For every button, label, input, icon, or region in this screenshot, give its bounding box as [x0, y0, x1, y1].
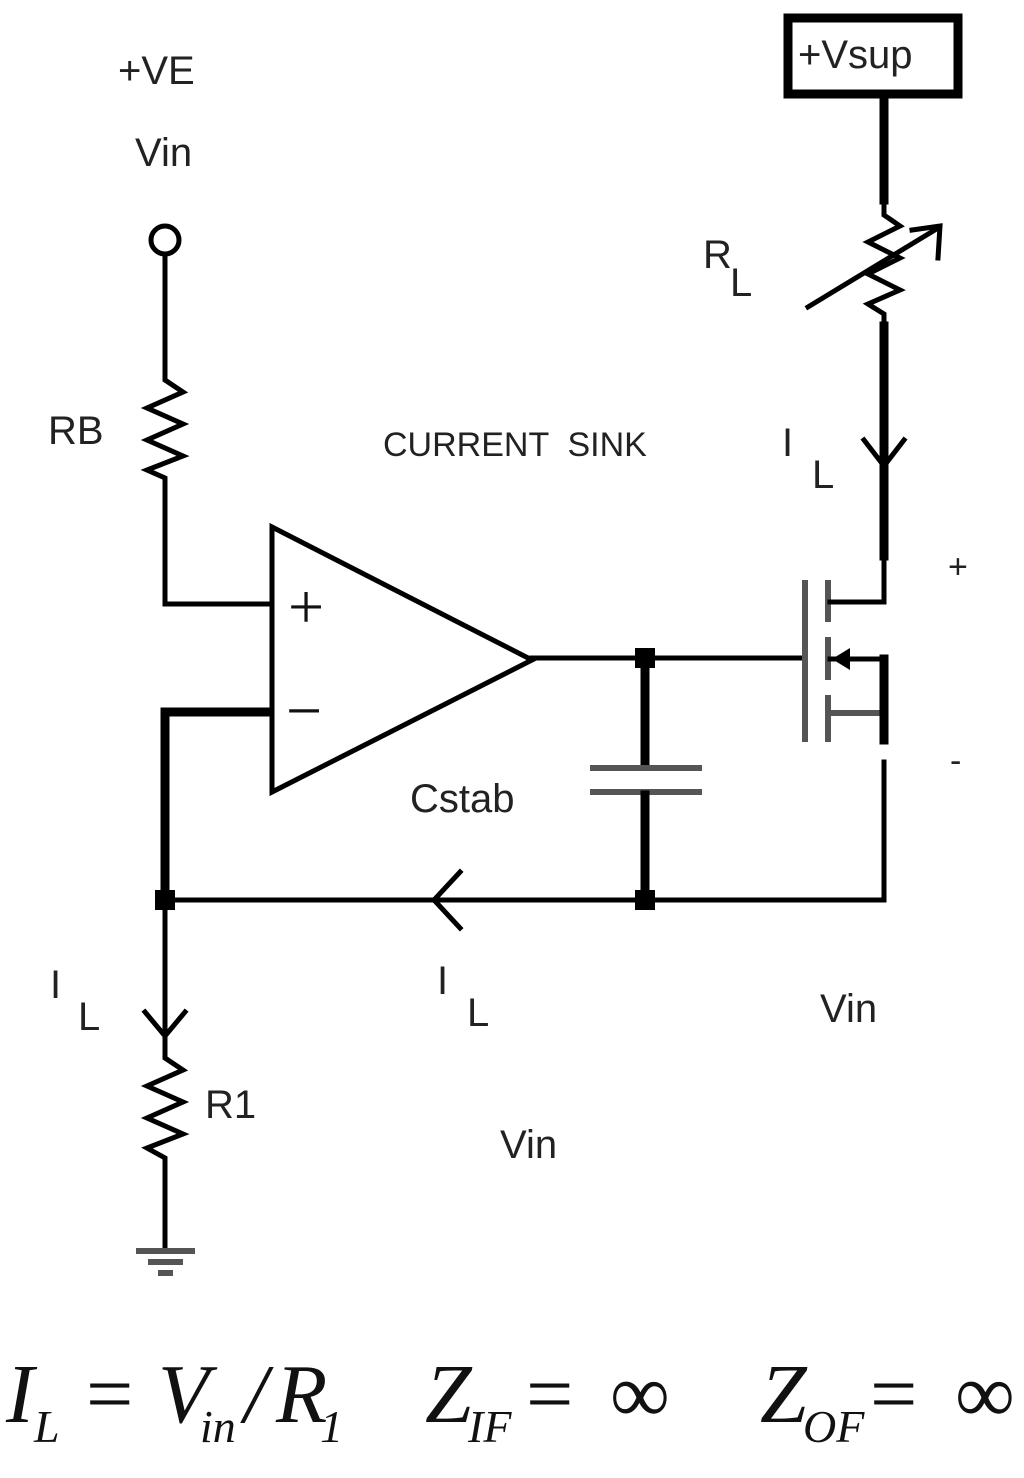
label-cstab: Cstab: [410, 777, 515, 821]
label-vin-bottom: Vin: [500, 1123, 557, 1167]
eq-inf-2: ∞: [955, 1348, 1015, 1441]
input-terminal: [148, 223, 182, 257]
resistor-rl-adjust-line: [804, 224, 942, 311]
eq-r-main: R: [275, 1348, 327, 1441]
supply-branch: +Vsup: [783, 13, 963, 561]
eq-zif-sub: IF: [467, 1401, 512, 1452]
mosfet-drain-lead: [827, 553, 887, 605]
input-branch: [140, 223, 275, 607]
label-vin-top: Vin: [135, 131, 192, 175]
arrow-il-return: [430, 868, 464, 932]
eq-zof-main: Z: [760, 1348, 808, 1441]
mosfet: [802, 553, 889, 745]
label-il-left-main: I: [50, 963, 61, 1007]
label-il-mid-sub: L: [467, 991, 489, 1035]
eq-equals-1: =: [86, 1348, 133, 1441]
label-minus-right: -: [950, 742, 961, 780]
opamp-minus-sign: −: [286, 675, 322, 746]
eq-zif-main: Z: [425, 1348, 473, 1441]
label-vin-right: Vin: [820, 987, 877, 1031]
label-il-drain-sub: L: [812, 453, 834, 497]
sense-branch: [136, 897, 195, 1276]
eq-vin-main: V: [158, 1348, 218, 1441]
label-il-left-sub: L: [78, 995, 100, 1039]
junction-cap-return: [635, 890, 655, 910]
label-rb: RB: [48, 409, 104, 453]
return-path: [155, 707, 887, 932]
eq-zof-sub: OF: [803, 1401, 865, 1452]
eq-equals-3: =: [870, 1348, 917, 1441]
opamp-plus-sign: +: [288, 571, 324, 642]
arrow-il-r1: [141, 1008, 189, 1040]
label-current-sink: CURRENT SINK: [383, 426, 647, 464]
label-il-drain-main: I: [782, 421, 793, 465]
opamp-triangle: [269, 522, 538, 797]
label-rl-sub: L: [730, 261, 752, 305]
label-plus-right: +: [948, 548, 968, 586]
opamp: + −: [269, 522, 538, 797]
arrow-il-drain: [860, 436, 908, 471]
output-network: [529, 648, 805, 905]
label-il-mid-main: I: [437, 959, 448, 1003]
eq-inf-1: ∞: [610, 1348, 670, 1441]
eq-il-main: I: [5, 1348, 38, 1441]
eq-vin-sub: in: [200, 1401, 236, 1452]
ground-icon: [136, 1248, 195, 1276]
wire-source-return: [162, 759, 887, 903]
resistor-rl-adjust-arrowhead: [909, 223, 943, 261]
resistor-rb: [140, 369, 190, 495]
eq-equals-2: =: [526, 1348, 573, 1441]
vsup-label: +Vsup: [798, 33, 913, 77]
wire-feedback-to-minus: [160, 707, 275, 905]
labels: +VE Vin RB CURRENT SINK R L I L + - Csta…: [48, 49, 968, 1167]
label-rl-main: R: [703, 233, 732, 277]
resistor-r1: [140, 1037, 190, 1173]
label-r1: R1: [205, 1083, 256, 1127]
eq-slash: /: [240, 1348, 274, 1441]
label-ve: +VE: [118, 49, 195, 93]
vsup-box: [783, 13, 963, 99]
resistor-rl: [862, 197, 906, 329]
eq-r-sub: 1: [320, 1401, 343, 1452]
eq-il-sub: L: [33, 1401, 60, 1452]
equation: I L = V in / R 1 Z IF = ∞ Z OF = ∞: [5, 1348, 1015, 1452]
mosfet-body-arrow: [832, 648, 850, 670]
wire-rb-to-plus-input: [162, 489, 275, 607]
